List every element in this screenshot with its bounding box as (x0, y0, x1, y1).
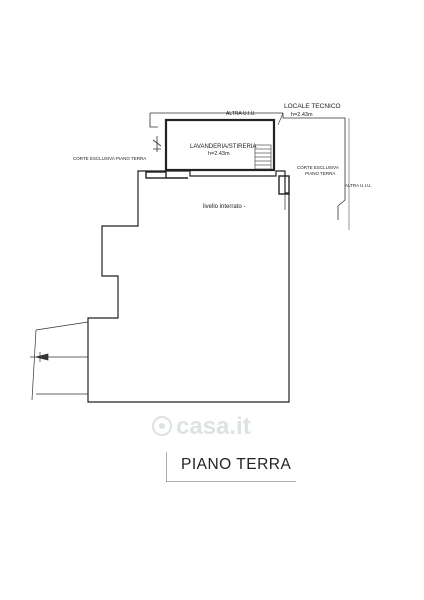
access-ramp (30, 321, 89, 401)
page-title: PIANO TERRA (181, 456, 292, 473)
label-locale-tecnico-h: h=2.43m (291, 112, 313, 118)
label-lavanderia: LAVANDERIA/STIRERIA (190, 144, 256, 150)
label-lavanderia-h: h=2.43m (208, 151, 230, 157)
label-locale-tecnico: LOCALE TECNICO (284, 103, 341, 110)
label-corte-right-1: CORTE ESCLUSIVA (297, 165, 339, 170)
label-corte-left: CORTE ESCLUSIVA PIANO TERRA (73, 156, 146, 161)
stairs (254, 144, 272, 170)
building-outline (87, 170, 290, 403)
label-altra-uiu-top: ALTRA U.I.U. (226, 111, 256, 117)
small-fixture (152, 136, 162, 152)
boundary-right (282, 113, 346, 220)
wall-details (145, 171, 290, 195)
watermark-logo-icon (152, 416, 172, 436)
leader-locale-tecnico (277, 112, 284, 126)
boundary-left-kink (149, 113, 158, 128)
label-corte-right-2: PIANO TERRA (305, 171, 335, 176)
label-altra-uiu-right: ALTRA U.I.U. (345, 183, 372, 188)
watermark-text: casa.it (176, 413, 251, 440)
watermark: casa.it (152, 413, 251, 440)
room-lavanderia (164, 118, 276, 172)
label-livello-interrato: livello interrato - (203, 204, 245, 210)
